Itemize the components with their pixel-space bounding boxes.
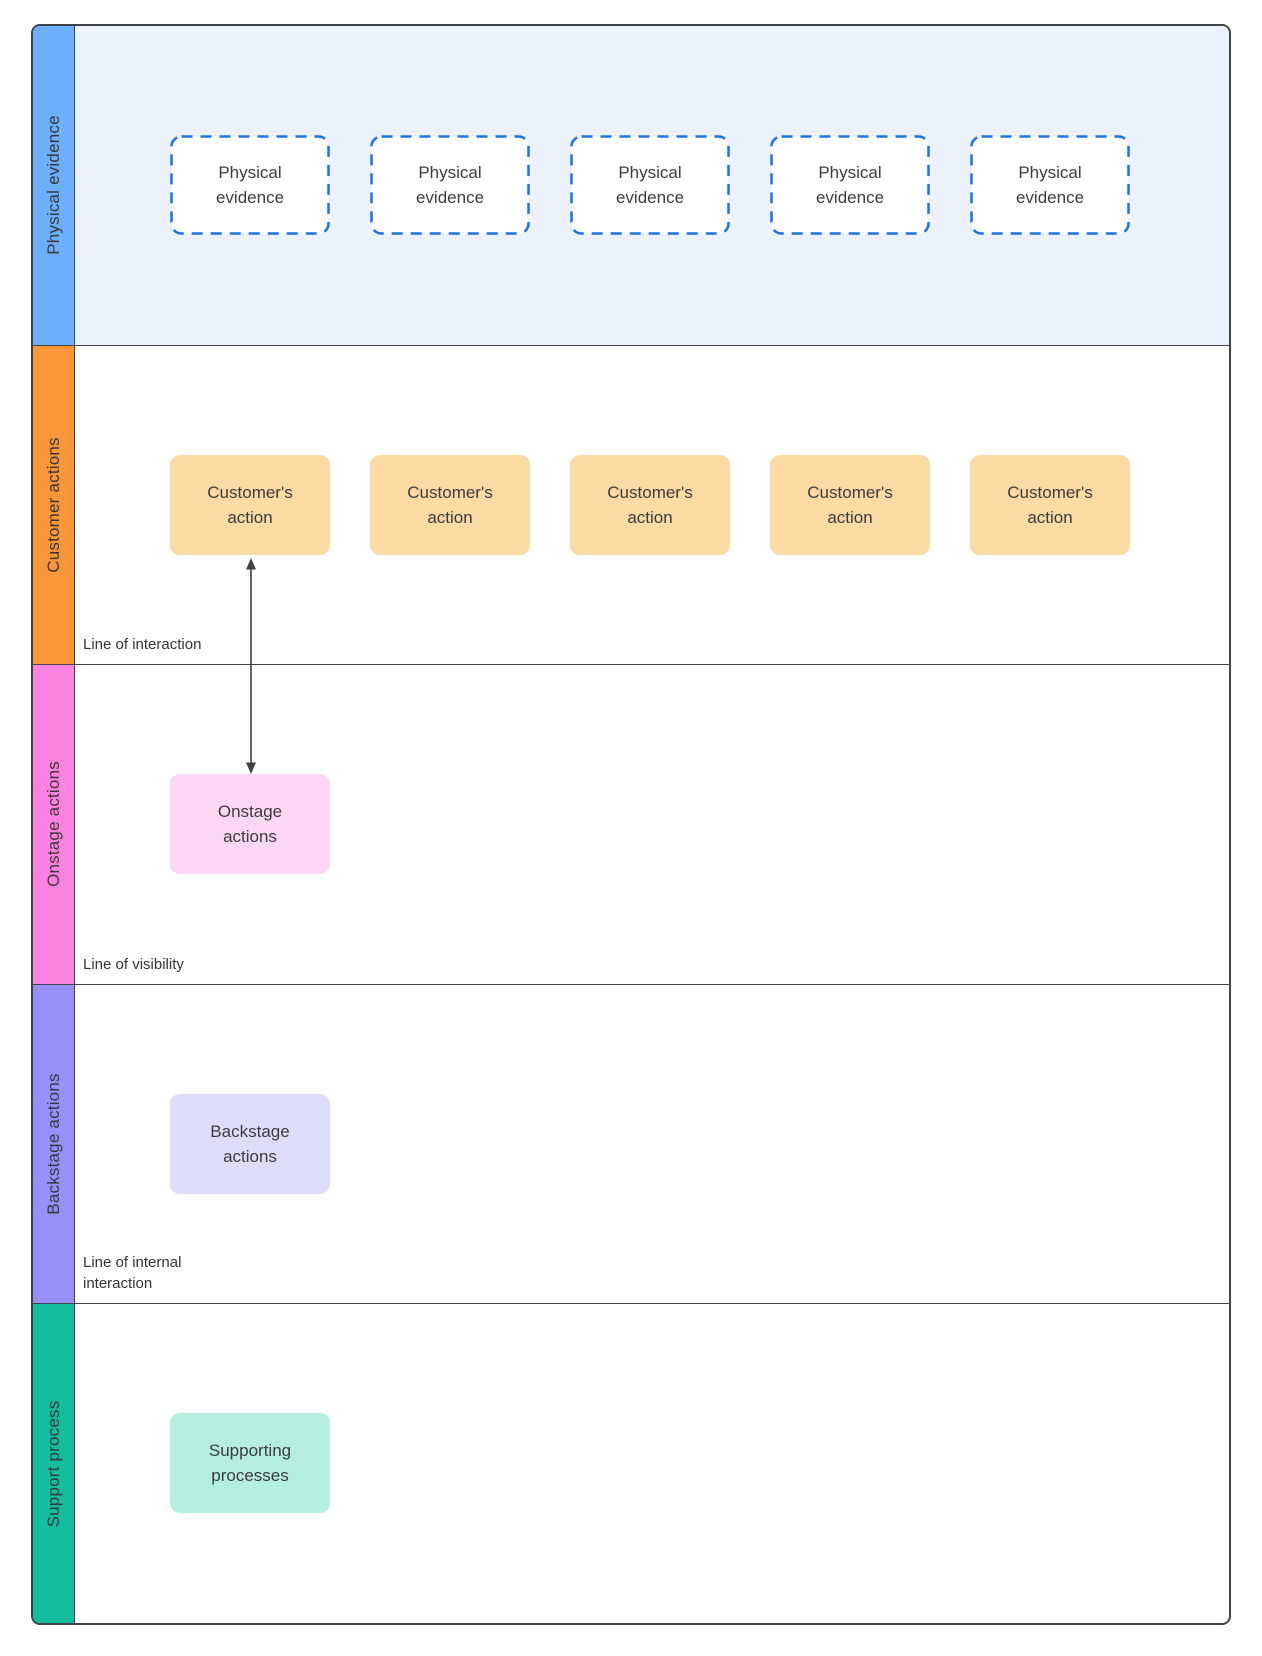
customer-action-box-2[interactable]: Customer's action: [370, 454, 530, 555]
lane-header-support-process[interactable]: Support process: [33, 1304, 75, 1623]
customer-action-box-3[interactable]: Customer's action: [570, 454, 730, 555]
line-of-internal-interaction-label[interactable]: Line of internal interaction: [83, 1254, 182, 1293]
lane-content-customer-actions: Customer's action Customer's action Cust…: [75, 345, 1229, 665]
customer-action-box-4[interactable]: Customer's action: [770, 454, 930, 555]
lane-label: Customer actions: [43, 437, 63, 573]
lane-content-backstage-actions: Backstage actions Line of internal inter…: [75, 984, 1229, 1304]
lane-customer-actions: Customer actions Customer's action Custo…: [33, 344, 1229, 665]
box-label: Onstage actions: [217, 802, 283, 847]
box-label: Physical evidence: [815, 163, 885, 207]
lane-header-backstage-actions[interactable]: Backstage actions: [33, 984, 75, 1304]
physical-evidence-box-2[interactable]: Physical evidence: [370, 135, 530, 235]
dashed-border: [770, 135, 930, 235]
box-label: Supporting processes: [208, 1441, 292, 1486]
line-of-interaction-label[interactable]: Line of interaction: [83, 636, 202, 654]
physical-evidence-box-1[interactable]: Physical evidence: [170, 135, 330, 235]
onstage-actions-box[interactable]: Onstage actions: [170, 774, 330, 875]
box-label: Customer's action: [607, 482, 693, 527]
box-label: Physical evidence: [1015, 163, 1085, 207]
lane-support-process: Support process Supporting processes: [33, 1303, 1229, 1623]
box-label: Physical evidence: [215, 163, 285, 207]
dashed-border: [970, 135, 1130, 235]
lane-onstage-actions: Onstage actions Onstage actions Line of …: [33, 664, 1229, 984]
lane-physical-evidence: Physical evidence Physical evidence Phys…: [33, 26, 1229, 345]
lane-label: Backstage actions: [43, 1073, 63, 1215]
box-label: Physical evidence: [615, 163, 685, 207]
box-label: Physical evidence: [415, 163, 485, 207]
customer-action-box-1[interactable]: Customer's action: [170, 454, 330, 555]
service-blueprint-frame: Physical evidence Physical evidence Phys…: [31, 24, 1231, 1625]
dashed-border: [370, 135, 530, 235]
lane-label: Onstage actions: [43, 761, 63, 888]
supporting-processes-box[interactable]: Supporting processes: [170, 1413, 330, 1514]
lane-backstage-actions: Backstage actions Backstage actions Line…: [33, 983, 1229, 1304]
lane-header-customer-actions[interactable]: Customer actions: [33, 345, 75, 665]
lane-header-physical-evidence[interactable]: Physical evidence: [33, 26, 75, 345]
backstage-actions-box[interactable]: Backstage actions: [170, 1093, 330, 1194]
lane-header-onstage-actions[interactable]: Onstage actions: [33, 665, 75, 984]
line-of-visibility-label[interactable]: Line of visibility: [83, 955, 184, 973]
box-label: Customer's action: [207, 482, 293, 527]
lane-content-physical-evidence: Physical evidence Physical evidence Phys…: [75, 26, 1229, 345]
box-label: Customer's action: [807, 482, 893, 527]
lane-label: Physical evidence: [43, 115, 63, 256]
box-label: Customer's action: [407, 482, 493, 527]
box-label: Backstage actions: [210, 1121, 290, 1166]
physical-evidence-box-5[interactable]: Physical evidence: [970, 135, 1130, 235]
dashed-border: [170, 135, 330, 235]
dashed-border: [570, 135, 730, 235]
box-label: Customer's action: [1007, 482, 1093, 527]
double-arrow-connector[interactable]: [241, 557, 261, 775]
physical-evidence-box-4[interactable]: Physical evidence: [770, 135, 930, 235]
physical-evidence-box-3[interactable]: Physical evidence: [570, 135, 730, 235]
lane-content-onstage-actions: Onstage actions Line of visibility: [75, 665, 1229, 984]
customer-action-box-5[interactable]: Customer's action: [970, 454, 1130, 555]
lane-label: Support process: [43, 1400, 63, 1528]
lane-content-support-process: Supporting processes: [75, 1304, 1229, 1623]
